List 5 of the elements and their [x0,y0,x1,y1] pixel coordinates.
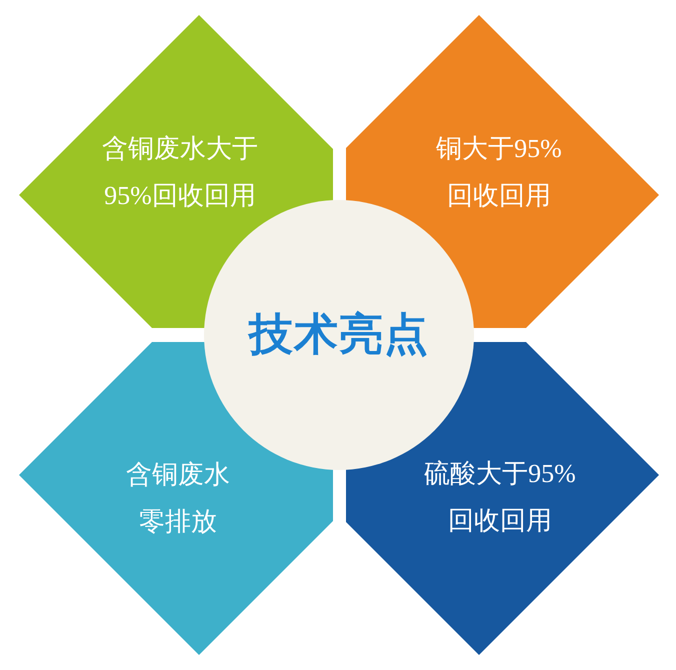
panel-text: 硫酸大于95%回收回用 [423,458,577,537]
panel-text: 含铜废水大于95%回收回用 [101,133,259,212]
panel-text: 含铜废水零排放 [125,459,231,538]
panel-text: 铜大于95%回收回用 [435,133,563,212]
circle-title: 技术亮点 [249,309,429,361]
